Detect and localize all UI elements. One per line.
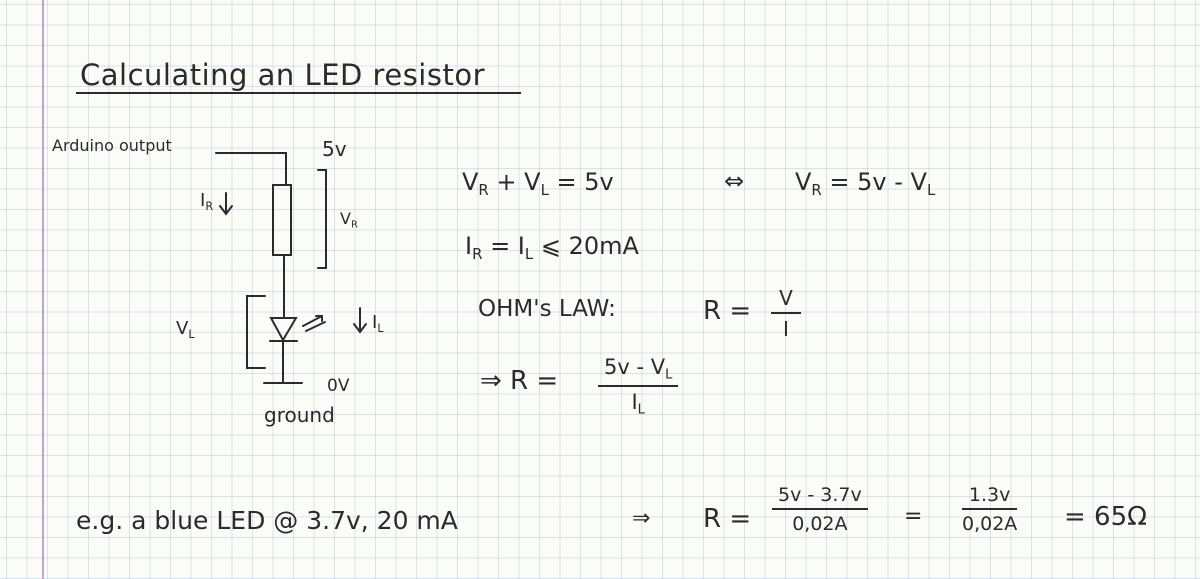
example-arrow: ⇒ [632,506,651,531]
equivalence-symbol: ⇔ [724,167,745,195]
current-equation: IR = IL ⩽ 20mA [465,232,639,264]
vr-equation: VR = 5v - VL [795,168,936,200]
title-underline [76,92,521,94]
current-l-label: IL [372,312,384,335]
voltage-r-label: VR [340,209,358,231]
example-equals: = [904,504,923,529]
ohms-law-fraction: V I [771,286,801,341]
arduino-output-label: Arduino output [52,136,172,155]
example-r-equals: R = [703,504,752,534]
page-title: Calculating an LED resistor [80,58,485,92]
vl-bracket [246,295,266,369]
example-result: = 65Ω [1064,502,1148,532]
vr-bracket [317,169,327,269]
il-arrow [353,307,367,334]
ohms-law-label: OHM's LAW: [478,296,616,322]
example-text: e.g. a blue LED @ 3.7v, 20 mA [76,506,458,535]
zero-volt-label: 0V [327,376,350,396]
kirchhoff-equation: VR + VL = 5v [462,168,614,200]
notebook-margin-line [42,0,44,579]
ir-arrow [219,192,233,216]
voltage-l-label: VL [176,318,195,341]
supply-voltage-label: 5v [322,137,347,161]
output-wire [215,152,287,186]
ohms-r-equals: R = [703,296,752,326]
resistance-implication: ⇒ R = [480,366,559,396]
resistance-fraction: 5v - VL IL [598,355,679,417]
example-fraction-1: 5v - 3.7v 0,02A [772,484,868,535]
ground-label: ground [264,403,335,427]
led-symbol [269,317,298,343]
example-fraction-2: 1.3v 0,02A [962,484,1018,535]
resistor-symbol [272,184,292,256]
light-arrow-1 [302,315,323,327]
current-r-label: IR [200,190,214,213]
light-arrow-2 [305,321,326,332]
